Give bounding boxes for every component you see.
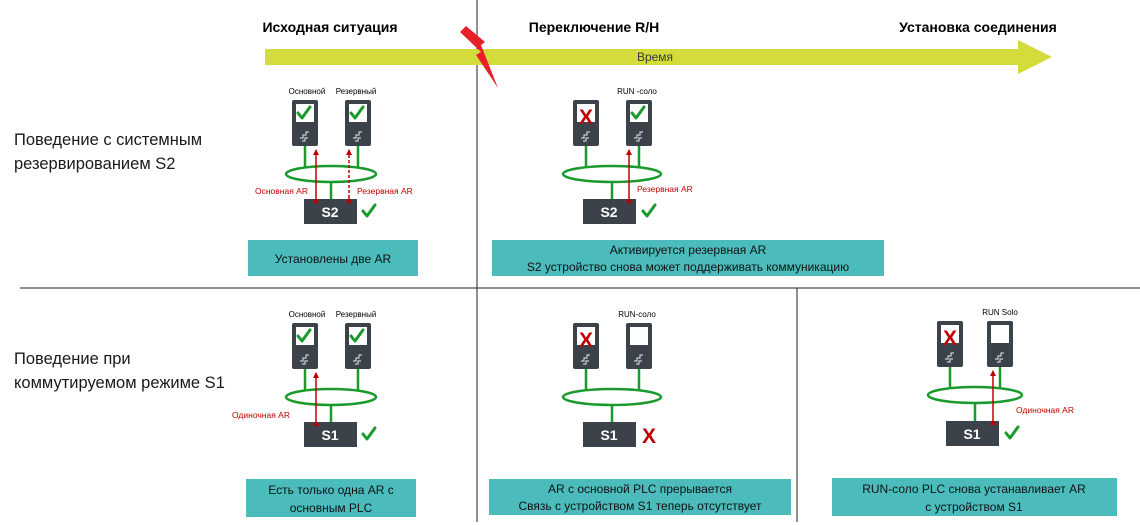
network-ring [926,385,1024,405]
device-s1 [946,421,999,446]
device-s2 [304,199,357,224]
check-icon [296,328,312,343]
info-box-line1: RUN-соло PLC снова устанавливает AR [862,482,1086,496]
label-primary: Основной [289,87,326,96]
plc-run-solo [986,320,1014,368]
device-s1 [583,422,636,447]
info-box-line1: Есть только одна AR с [268,483,393,497]
info-box-line1: Активируется резервная AR [610,243,767,257]
device-s1-label: S1 [321,427,338,443]
fail-x-icon: X [642,425,656,448]
fail-x-icon: X [943,327,957,350]
plc-primary [291,322,319,370]
plc-backup [344,322,372,370]
cell-s2-initial: Основной Резервный S2 Основная AR Резерв… [248,87,418,276]
label-backup-ar: Резервная AR [357,186,413,196]
network-ring [561,164,663,184]
row-label-s2-line2: резервированием S2 [14,155,175,173]
info-box-line2: S2 устройство снова может поддерживать к… [527,260,849,274]
info-box-two-ar-text: Установлены две AR [275,252,392,266]
device-s1 [304,422,357,447]
info-box-line2: основным PLC [290,501,373,515]
device-s1-label: S1 [600,427,617,443]
check-icon [1004,425,1020,440]
cell-s2-switchover: RUN -соло X S2 Резервная AR Активируется… [492,87,884,276]
label-single-ar: Одиночная AR [232,410,290,420]
row-label-s2-line1: Поведение с системным [14,131,202,149]
network-ring [284,387,378,407]
device-s2-label: S2 [321,204,338,220]
info-box-line2: с устройством S1 [925,500,1023,514]
info-box-backup-activated [492,240,884,276]
plc-run-solo [625,99,653,147]
info-box-two-ar [248,240,418,276]
cell-s1-initial: Основной Резервный S1 Одиночная AR Есть … [232,310,416,517]
check-icon [349,328,365,343]
time-arrow-label: Время [637,50,673,64]
device-s2-label: S2 [600,204,617,220]
check-icon [296,105,312,120]
label-single-ar: Одиночная AR [1016,405,1074,415]
label-run-solo: RUN-соло [618,310,656,319]
time-arrow [265,40,1052,74]
info-box-single-ar [246,479,416,517]
info-box-ar-interrupted [489,479,791,515]
check-icon [361,203,377,218]
label-backup: Резервный [336,310,377,319]
plc-backup [344,99,372,147]
row-label-s1-line1: Поведение при [14,350,131,368]
row-label-s1-line2: коммутируемом режиме S1 [14,374,225,392]
header-switchover: Переключение R/H [529,19,659,35]
device-s2 [583,199,636,224]
check-icon [349,105,365,120]
lightning-icon [460,26,498,88]
label-primary-ar: Основная AR [255,186,308,196]
label-primary: Основной [289,310,326,319]
info-box-ar-reestablished [832,478,1117,516]
header-connection: Установка соединения [899,19,1057,35]
info-box-line1: AR с основной PLC прерывается [548,482,732,496]
device-s1-label: S1 [963,426,980,442]
header-initial: Исходная ситуация [262,19,397,35]
network-ring [561,387,663,407]
cell-s1-switchover: RUN-соло X S1 X AR с основной PLC прерыв… [489,310,791,515]
check-icon [361,426,377,441]
info-box-line2: Связь с устройством S1 теперь отсутствуе… [518,499,762,513]
label-backup: Резервный [336,87,377,96]
plc-run-solo [625,322,653,370]
label-backup-ar: Резервная AR [637,184,693,194]
fail-x-icon: X [579,329,593,352]
network-ring [284,164,378,184]
fail-x-icon: X [579,106,593,129]
label-run-solo: RUN Solo [982,308,1018,317]
check-icon [630,105,646,120]
plc-primary [291,99,319,147]
cell-s1-connection: RUN Solo X S1 Одиночная AR RUN-соло PLC … [832,308,1117,516]
label-run-solo: RUN -соло [617,87,657,96]
check-icon [641,203,657,218]
